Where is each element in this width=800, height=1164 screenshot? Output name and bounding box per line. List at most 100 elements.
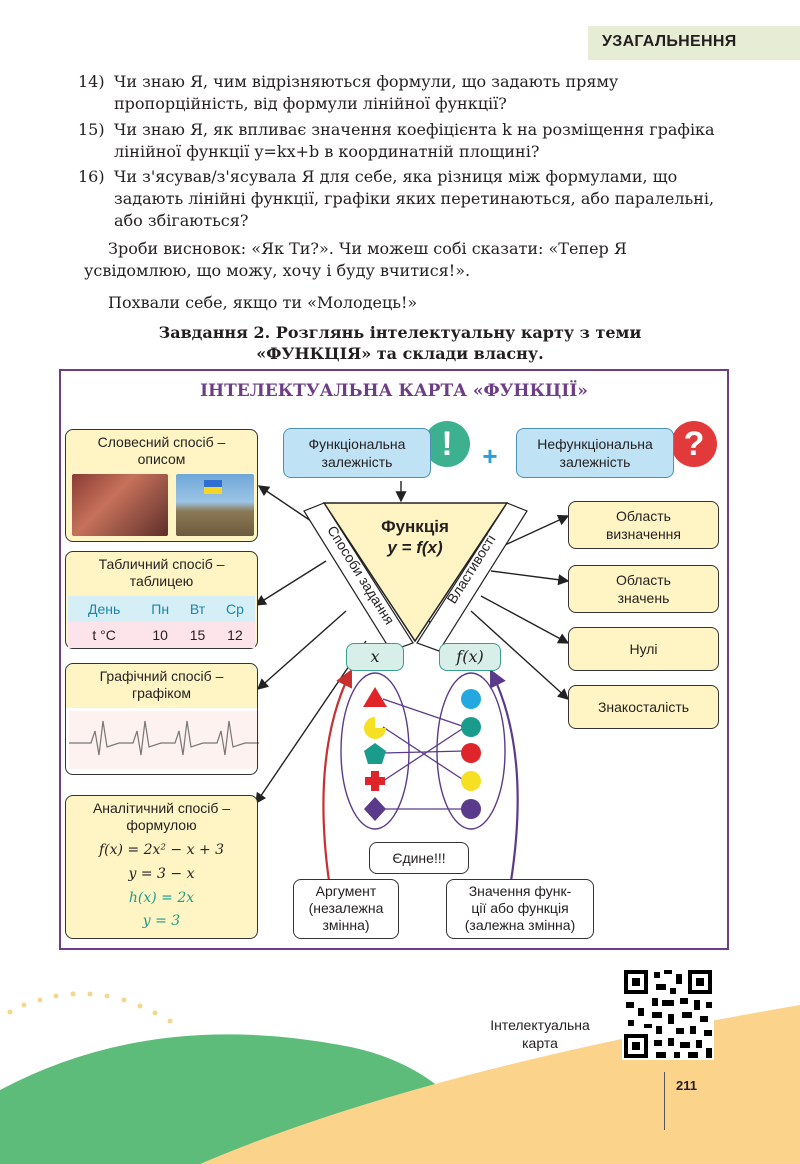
value-box: Значення функ- ції або функція (залежна … (446, 879, 594, 939)
qr-code-image (622, 968, 714, 1060)
property-line1: Область (616, 572, 671, 588)
conclusion-paragraph: Зроби висновок: «Як Ти?». Чи можеш собі … (84, 239, 627, 280)
argument-line1: Аргумент (315, 883, 377, 899)
question-text: Чи знаю Я, як впливає значення коефіцієн… (114, 120, 715, 161)
exclamation-icon: ! (424, 421, 470, 467)
arrow-zeros (480, 595, 570, 644)
value-line2: ції або функція (471, 900, 569, 916)
property-domain-box: Область визначення (568, 501, 719, 549)
formula-2: y = 3 − x (128, 866, 195, 882)
yellow-circle (461, 771, 481, 791)
temperature-table: День Пн Вт Ср t °C 10 15 12 (68, 596, 255, 648)
diamond-shape (364, 797, 386, 821)
argument-line2: (незалежна (308, 900, 384, 916)
task-heading-line1: Завдання 2. Розглянь інтелектуальну карт… (158, 323, 642, 342)
arrow-tabular (254, 560, 327, 606)
property-line1: Нулі (629, 641, 658, 657)
arrow-range (490, 570, 570, 586)
verbal-line1: Словесний спосіб – (97, 434, 226, 450)
property-line1: Область (616, 508, 671, 524)
pacman-shape (364, 717, 386, 739)
question-number: 14) (78, 72, 105, 91)
arrow-verbal (257, 485, 312, 522)
table-cell: 10 (152, 627, 168, 643)
dot-trail (7, 991, 173, 1024)
praise-paragraph: Похвали себе, якщо ти «Молодець!» (108, 293, 418, 312)
pentagon-shape (364, 743, 386, 764)
question-text: Чи з'ясував/з'ясувала Я для себе, яка рі… (114, 167, 715, 230)
functional-dependency-box: Функціональна залежність (283, 428, 431, 478)
x-label-box: x (346, 643, 404, 671)
section-header: УЗАГАЛЬНЕННЯ (588, 26, 800, 60)
tabular-method-box: Табличний спосіб – таблицею День Пн Вт С… (65, 551, 258, 649)
question-text: Чи знаю Я, чим відрізняються формули, що… (114, 72, 619, 113)
function-title: Функція (381, 517, 449, 536)
domain-oval (340, 672, 410, 830)
value-line3: (залежна змінна) (464, 917, 576, 933)
formula-4: y = 3 (142, 913, 181, 929)
argument-line3: змінна) (322, 917, 370, 933)
table-cell: День (87, 601, 121, 617)
page-number-divider (664, 1072, 665, 1130)
analytic-method-box: Аналітичний спосіб – формулою f(x) = 2x²… (65, 795, 258, 939)
blue-circle (461, 689, 481, 709)
qr-code[interactable] (622, 968, 714, 1060)
plus-sign: + (482, 441, 498, 471)
graphical-line2: графіком (131, 685, 191, 701)
property-line2: значень (617, 590, 670, 606)
nonfunctional-line2: залежність (559, 454, 631, 470)
tabular-line1: Табличний спосіб – (98, 556, 225, 572)
arrow-sign (470, 610, 570, 700)
table-cell: t °C (92, 627, 116, 643)
section-title: УЗАГАЛЬНЕННЯ (602, 33, 737, 50)
flag-blue (204, 480, 222, 487)
table-cell: 15 (189, 627, 206, 643)
table-cell: Ср (226, 601, 244, 617)
flag-yellow (204, 487, 222, 494)
purple-circle (461, 799, 481, 819)
question-14: 14) Чи знаю Я, чим відрізняються формули… (78, 71, 724, 115)
soldiers-photo (176, 474, 254, 536)
question-number: 16) (78, 167, 105, 186)
triangle-shape (363, 687, 387, 707)
graphical-line1: Графічний спосіб – (99, 668, 224, 684)
formula-3: h(x) = 2x (128, 890, 195, 906)
tabular-line2: таблицею (129, 573, 194, 589)
cross-shape (365, 771, 385, 791)
argument-arrow (322, 669, 352, 882)
ecg-graph (69, 711, 259, 769)
table-cell: Пн (151, 601, 170, 617)
question-16: 16) Чи з'ясував/з'ясувала Я для себе, як… (78, 166, 724, 232)
red-circle (461, 743, 481, 763)
map-title: ІНТЕЛЕКТУАЛЬНА КАРТА «ФУНКЦІЇ» (200, 381, 588, 401)
property-line1: Знакосталість (597, 699, 690, 715)
task-heading-line2: «ФУНКЦІЯ» та склади власну. (256, 344, 544, 363)
nonfunctional-dependency-box: Нефункціональна залежність (516, 428, 674, 478)
range-oval (436, 672, 506, 830)
argument-box: Аргумент (незалежна змінна) (293, 879, 399, 939)
page-number: 211 (676, 1078, 697, 1093)
verbal-line2: описом (137, 451, 186, 467)
mind-map: ІНТЕЛЕКТУАЛЬНА КАРТА «ФУНКЦІЇ» (59, 369, 729, 950)
mapping-lines (382, 698, 466, 810)
functional-line2: залежність (321, 454, 393, 470)
property-zeros-box: Нулі (568, 627, 719, 671)
arrow-graphical (256, 610, 347, 690)
property-range-box: Область значень (568, 565, 719, 613)
property-sign-box: Знакосталість (568, 685, 719, 729)
hands-photo (72, 474, 168, 536)
question-icon: ? (671, 421, 717, 467)
property-line2: визначення (605, 526, 681, 542)
unique-label: Єдине!!! (369, 842, 469, 874)
function-formula: y = f(x) (387, 538, 443, 557)
qr-caption-line2: карта (522, 1035, 558, 1051)
formula-1: f(x) = 2x² − x + 3 (98, 842, 225, 858)
analytic-line2: формулою (126, 817, 197, 833)
teal-circle (461, 717, 481, 737)
graphical-method-box: Графічний спосіб – графіком (65, 663, 258, 775)
value-line1: Значення функ- (468, 883, 572, 899)
question-15: 15) Чи знаю Я, як впливає значення коефі… (78, 119, 724, 163)
value-arrow (490, 669, 519, 882)
question-number: 15) (78, 120, 105, 139)
verbal-method-box: Словесний спосіб – описом (65, 429, 258, 542)
